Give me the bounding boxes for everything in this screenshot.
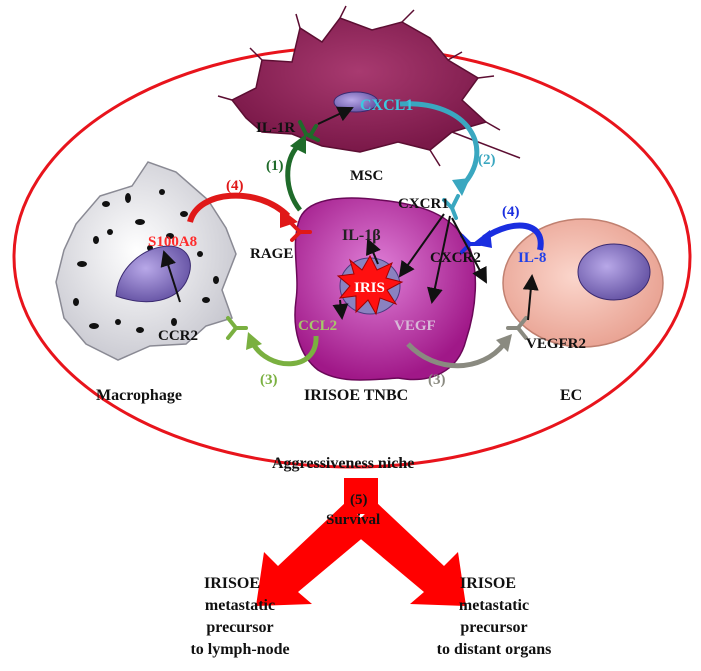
outcome-right-line-1: IRISOE — [460, 575, 516, 592]
receptor-ccr2 — [226, 316, 248, 340]
label-survival: Survival — [326, 512, 380, 528]
arrow-step-4-blue — [472, 222, 544, 251]
outcome-left-line-4: to lymph-node — [190, 641, 289, 658]
label-iris: IRIS — [354, 280, 385, 296]
label-cxcl1: CXCL1 — [360, 97, 413, 114]
outcome-right-line-3: precursor — [460, 619, 527, 636]
arrow-step-3-ccl2 — [246, 332, 319, 367]
receptor-il1r — [298, 120, 320, 142]
macrophage-granules — [73, 189, 219, 333]
outcome-distant-organs: IRISOE metastatic precursor to distant o… — [437, 575, 552, 658]
label-il1r: IL-1R — [256, 120, 295, 136]
macrophage-cell — [55, 161, 237, 361]
label-step-4-red: (4) — [226, 178, 244, 194]
label-aggressiveness-niche: Aggressiveness niche — [272, 455, 414, 472]
label-step-4-blue: (4) — [502, 204, 520, 220]
arrow-step-1 — [285, 134, 306, 212]
label-irisoe-tnbc: IRISOE TNBC — [304, 387, 408, 404]
arrow-step-4-red — [187, 192, 298, 228]
outcome-left-line-3: precursor — [206, 619, 273, 636]
tumor-cell — [294, 197, 477, 381]
arrow-to-distant-organs — [350, 502, 466, 606]
outcome-right-line-2: metastatic — [459, 597, 529, 614]
label-step-3-vegf: (3) — [428, 372, 446, 388]
label-step-3-ccl2: (3) — [260, 372, 278, 388]
outcome-left-line-2: metastatic — [205, 597, 275, 614]
label-ccr2: CCR2 — [158, 328, 198, 344]
label-ec: EC — [560, 387, 582, 404]
label-step-5: (5) — [350, 492, 368, 508]
outcome-left-line-1: IRISOE — [204, 575, 260, 592]
label-macrophage: Macrophage — [96, 387, 182, 404]
label-il8: IL-8 — [518, 250, 546, 266]
outcome-right-line-4: to distant organs — [437, 641, 552, 658]
arrow-step-2 — [399, 101, 480, 196]
ec-cell — [502, 218, 664, 348]
ec-nucleus — [577, 243, 651, 301]
iris-starburst — [336, 254, 404, 316]
label-cxcr2: CXCR2 — [430, 250, 481, 266]
label-s100a8: S100A8 — [148, 234, 197, 250]
label-vegfr2: VEGFR2 — [526, 336, 586, 352]
label-step-2: (2) — [478, 152, 496, 168]
label-msc: MSC — [350, 168, 383, 184]
label-vegf: VEGF — [394, 318, 436, 334]
arrow-to-lymph-node — [256, 502, 372, 606]
msc-spikes — [217, 5, 521, 167]
survival-arrows — [256, 478, 466, 606]
label-step-1: (1) — [266, 158, 284, 174]
label-cxcr1: CXCR1 — [398, 196, 449, 212]
label-il1b: IL-1β — [342, 227, 381, 244]
signal-arrows — [160, 106, 539, 321]
label-ccl2: CCL2 — [298, 318, 337, 334]
outcome-lymph-node: IRISOE metastatic precursor to lymph-nod… — [190, 575, 289, 658]
label-rage: RAGE — [250, 246, 293, 262]
receptor-cxcr1 — [442, 194, 460, 220]
receptor-rage — [290, 222, 312, 242]
arrow-step-3-vegf — [406, 334, 512, 369]
receptor-vegfr2 — [506, 316, 528, 340]
